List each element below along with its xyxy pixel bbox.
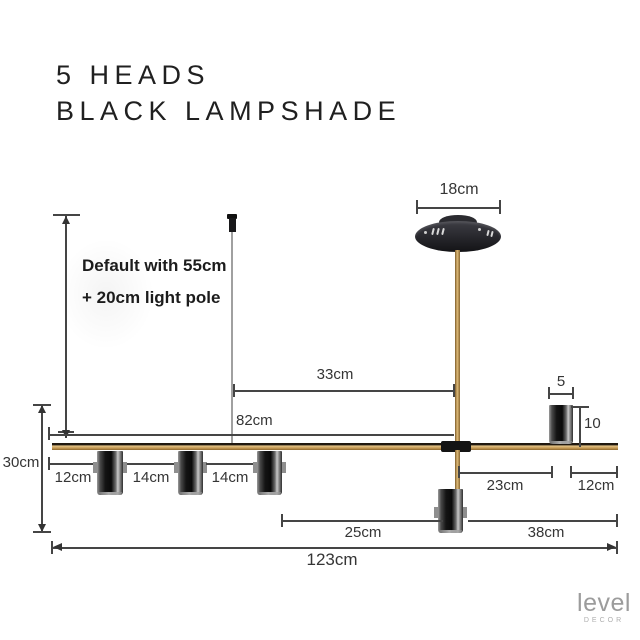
dim-label-left-to-pole: 82cm <box>236 412 273 429</box>
dim-line-gap1 <box>127 463 174 465</box>
dim-line-shade-height <box>579 407 581 447</box>
mount-tab <box>253 462 257 473</box>
lampshade-2 <box>174 451 207 495</box>
hanging-rod-upper <box>455 250 460 444</box>
dim-line-left-overhang <box>49 463 93 465</box>
dim-label-center-to-end: 38cm <box>527 524 565 541</box>
dim-tick <box>233 384 235 397</box>
dim-tick <box>616 466 618 478</box>
canopy-slot <box>436 227 440 236</box>
dim-label-fixture-height: 30cm <box>2 454 40 471</box>
hanging-rod-lower <box>455 450 460 490</box>
dim-tick <box>53 214 80 216</box>
brand-subtitle: DECOR <box>583 617 625 624</box>
arrow-right-icon <box>607 543 616 551</box>
lampshade-4 <box>434 489 467 533</box>
dim-tick <box>551 466 553 478</box>
lampshade-5 <box>549 405 573 444</box>
dim-label-right-overhang: 12cm <box>577 477 615 494</box>
bar-pole-connector <box>441 441 471 452</box>
wire-cord-grip-cap <box>227 214 237 219</box>
mount-tab <box>93 462 97 473</box>
dim-tick <box>33 531 51 533</box>
dim-line-gap2 <box>206 463 253 465</box>
canopy-slot <box>431 227 435 236</box>
dim-label-gap1: 14cm <box>132 469 170 486</box>
brand-name: level <box>577 589 631 617</box>
dim-tick <box>499 200 501 214</box>
mount-tab <box>174 462 178 473</box>
dim-label-wire-to-pole: 33cm <box>316 366 354 383</box>
product-title: 5 HEADS BLACK LAMPSHADE <box>56 57 401 129</box>
dim-line-pole-to-right-shade <box>459 472 552 474</box>
dim-tick <box>281 514 283 527</box>
background-shadow <box>58 238 154 350</box>
brand-logo: level DECOR <box>576 590 632 624</box>
canopy-hole <box>478 228 481 231</box>
support-wire <box>231 232 233 444</box>
note-line-2: + 20cm light pole <box>82 288 221 307</box>
dim-line-shade-diameter <box>549 393 573 395</box>
drop-height-note: Default with 55cm + 20cm light pole <box>82 250 227 314</box>
dim-tick <box>570 466 572 478</box>
dim-tick <box>616 541 618 554</box>
dim-line-canopy-width <box>417 207 500 209</box>
dim-tick <box>458 466 460 478</box>
dim-tick <box>33 404 51 406</box>
dim-label-gap2: 14cm <box>211 469 249 486</box>
dim-label-canopy-width: 18cm <box>439 181 479 198</box>
dim-label-left-overhang: 12cm <box>54 469 92 486</box>
mount-tab <box>434 507 438 518</box>
ceiling-canopy <box>415 221 501 252</box>
dim-line-fixture-height <box>41 405 43 532</box>
mount-tab <box>123 462 127 473</box>
dim-tick <box>572 387 574 399</box>
dim-label-total-length: 123cm <box>306 550 358 569</box>
dim-line-wire-to-pole <box>234 390 454 392</box>
lampshade-1 <box>93 451 127 495</box>
dim-tick <box>48 427 50 440</box>
canopy-hole <box>424 231 427 234</box>
dim-tick <box>616 514 618 527</box>
mount-tab <box>282 462 286 473</box>
main-bar <box>52 443 618 450</box>
dim-line-drop-height <box>65 216 67 438</box>
dim-label-pole-to-right-shade: 23cm <box>486 477 524 494</box>
canopy-slot <box>486 229 490 237</box>
dim-line-right-overhang <box>571 472 618 474</box>
dim-tick <box>571 406 589 408</box>
title-line-1: 5 HEADS <box>56 60 211 90</box>
arrow-left-icon <box>53 543 62 551</box>
dim-line-left-to-pole <box>49 434 454 436</box>
lampshade-3 <box>253 451 286 495</box>
dim-label-shade-height: 10 <box>584 415 601 432</box>
canopy-slot <box>490 230 494 238</box>
dim-label-shade-diameter: 5 <box>556 373 566 390</box>
dim-tick <box>548 387 550 399</box>
wire-cord-grip <box>229 218 236 232</box>
canopy-slot <box>441 227 445 236</box>
dim-tick <box>48 457 50 470</box>
dim-line-total-length <box>52 547 618 549</box>
note-line-1: Default with 55cm <box>82 256 227 275</box>
dim-tick <box>453 384 455 397</box>
arrow-up-icon <box>38 405 46 413</box>
title-line-2: BLACK LAMPSHADE <box>56 96 402 126</box>
dim-label-third-to-center: 25cm <box>344 524 382 541</box>
arrow-up-icon <box>62 216 70 224</box>
mount-tab <box>463 507 467 518</box>
dim-tick <box>416 200 418 214</box>
dim-line-center-to-end <box>468 520 618 522</box>
dim-line-third-to-center <box>282 520 443 522</box>
arrow-down-icon <box>38 524 46 532</box>
mount-tab <box>203 462 207 473</box>
dim-tick <box>51 541 53 554</box>
